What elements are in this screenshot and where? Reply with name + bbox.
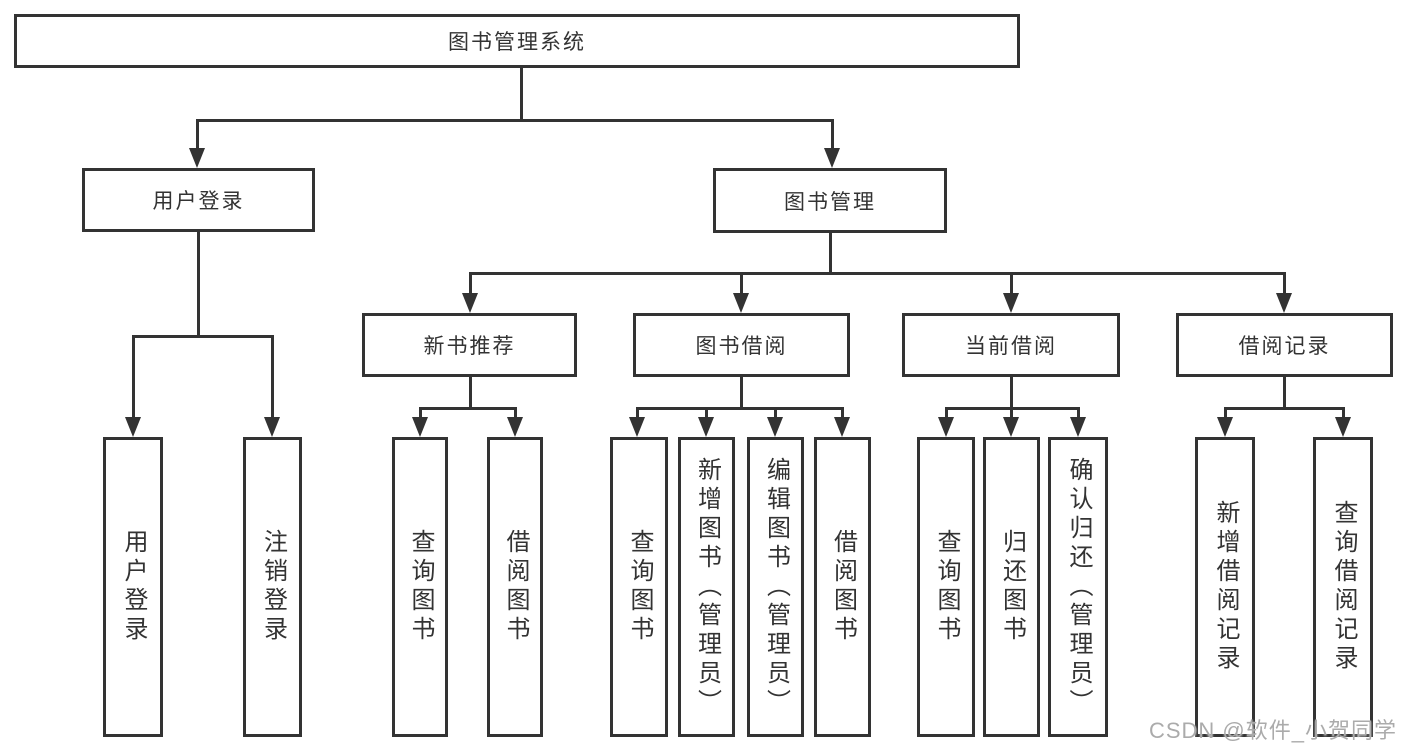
connector-stem-line	[469, 377, 472, 410]
node-leaf-query-book-2-label: 查询图书	[626, 529, 653, 645]
arrow-down-icon	[125, 417, 141, 437]
node-leaf-confirm-return: 确认归还（管理员）	[1048, 437, 1108, 737]
connector-drop-line	[945, 407, 948, 419]
node-root: 图书管理系统	[14, 14, 1020, 68]
connector-rail-line	[637, 407, 844, 410]
node-leaf-query-book-2: 查询图书	[610, 437, 668, 737]
node-leaf-user-login-label: 用户登录	[120, 529, 147, 645]
node-leaf-add-book: 新增图书（管理员）	[678, 437, 735, 737]
connector-drop-line	[705, 407, 708, 419]
arrow-down-icon	[1276, 293, 1292, 313]
node-current-borrow: 当前借阅	[902, 313, 1120, 377]
arrow-down-icon	[1070, 417, 1086, 437]
arrow-down-icon	[264, 417, 280, 437]
arrow-down-icon	[824, 148, 840, 168]
connector-stem-line	[740, 377, 743, 410]
node-borrow-records: 借阅记录	[1176, 313, 1393, 377]
arrow-down-icon	[629, 417, 645, 437]
node-leaf-add-record-label: 新增借阅记录	[1212, 500, 1239, 674]
node-leaf-confirm-return-label: 确认归还（管理员）	[1065, 456, 1092, 718]
connector-drop-line	[469, 272, 472, 295]
arrow-down-icon	[834, 417, 850, 437]
connector-stem-line	[829, 233, 832, 275]
connector-drop-line	[1010, 272, 1013, 295]
node-leaf-borrow-book-2: 借阅图书	[814, 437, 871, 737]
arrow-down-icon	[507, 417, 523, 437]
node-leaf-logout-label: 注销登录	[259, 529, 287, 645]
connector-stem-line	[1010, 377, 1013, 410]
connector-drop-line	[514, 407, 517, 419]
connector-drop-line	[774, 407, 777, 419]
connector-rail-line	[133, 335, 274, 338]
connector-rail-line	[946, 407, 1080, 410]
arrow-down-icon	[1217, 417, 1233, 437]
connector-drop-line	[1283, 272, 1286, 295]
node-leaf-query-book-3: 查询图书	[917, 437, 975, 737]
node-leaf-add-record: 新增借阅记录	[1195, 437, 1255, 737]
connector-drop-line	[1224, 407, 1227, 419]
connector-stem-line	[197, 232, 200, 338]
arrow-down-icon	[1003, 417, 1019, 437]
connector-stem-line	[1283, 377, 1286, 410]
node-book-mgmt: 图书管理	[713, 168, 947, 233]
node-leaf-edit-book-label: 编辑图书（管理员）	[762, 456, 790, 718]
node-book-mgmt-label: 图书管理	[784, 190, 876, 214]
arrow-down-icon	[412, 417, 428, 437]
connector-drop-line	[740, 272, 743, 295]
node-leaf-edit-book: 编辑图书（管理员）	[747, 437, 804, 737]
node-leaf-query-book-1-label: 查询图书	[407, 529, 434, 645]
connector-stem-line	[520, 68, 523, 121]
connector-rail-line	[470, 272, 1286, 275]
arrow-down-icon	[1003, 293, 1019, 313]
connector-drop-line	[831, 119, 834, 150]
node-user-login: 用户登录	[82, 168, 315, 232]
node-leaf-query-book-3-label: 查询图书	[933, 529, 960, 645]
node-new-book-recommend-label: 新书推荐	[423, 335, 516, 358]
connector-drop-line	[132, 335, 135, 419]
connector-rail-line	[1225, 407, 1345, 410]
node-leaf-return-book-label: 归还图书	[998, 529, 1026, 645]
node-leaf-borrow-book-1-label: 借阅图书	[502, 529, 529, 645]
connector-drop-line	[636, 407, 639, 419]
arrow-down-icon	[938, 417, 954, 437]
connector-drop-line	[271, 335, 274, 419]
connector-drop-line	[841, 407, 844, 419]
arrow-down-icon	[462, 293, 478, 313]
connector-rail-line	[420, 407, 517, 410]
node-leaf-query-record: 查询借阅记录	[1313, 437, 1373, 737]
node-book-borrow-label: 图书借阅	[695, 335, 788, 358]
connector-drop-line	[1077, 407, 1080, 419]
arrow-down-icon	[1335, 417, 1351, 437]
node-leaf-logout: 注销登录	[243, 437, 302, 737]
connector-drop-line	[196, 119, 199, 150]
connector-drop-line	[1342, 407, 1345, 419]
arrow-down-icon	[733, 293, 749, 313]
csdn-watermark: CSDN @软件_小贺同学	[1148, 718, 1397, 743]
node-borrow-records-label: 借阅记录	[1238, 335, 1331, 358]
node-root-label: 图书管理系统	[448, 31, 586, 54]
node-new-book-recommend: 新书推荐	[362, 313, 577, 377]
node-leaf-query-record-label: 查询借阅记录	[1330, 500, 1357, 674]
connector-rail-line	[197, 119, 834, 122]
node-leaf-borrow-book-2-label: 借阅图书	[829, 529, 857, 645]
node-leaf-query-book-1: 查询图书	[392, 437, 448, 737]
node-user-login-label: 用户登录	[152, 190, 245, 213]
arrow-down-icon	[189, 148, 205, 168]
node-leaf-return-book: 归还图书	[983, 437, 1040, 737]
connector-drop-line	[1010, 407, 1013, 419]
connector-drop-line	[419, 407, 422, 419]
arrow-down-icon	[767, 417, 783, 437]
arrow-down-icon	[698, 417, 714, 437]
node-leaf-add-book-label: 新增图书（管理员）	[693, 456, 721, 718]
node-book-borrow: 图书借阅	[633, 313, 850, 377]
node-leaf-borrow-book-1: 借阅图书	[487, 437, 543, 737]
node-current-borrow-label: 当前借阅	[965, 335, 1057, 358]
node-leaf-user-login: 用户登录	[103, 437, 163, 737]
